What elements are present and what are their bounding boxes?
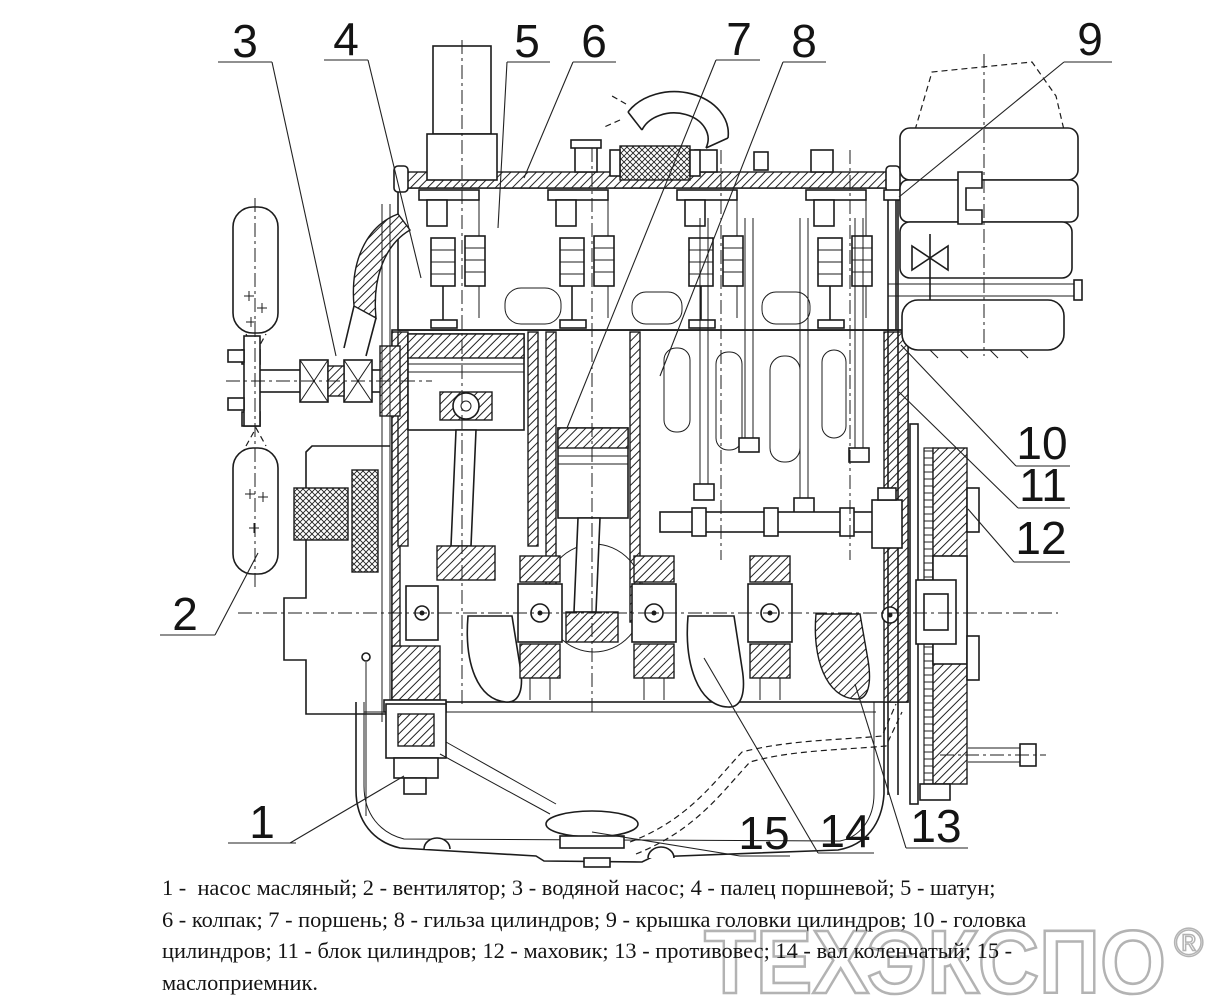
caption-line-1: 1 - насос масляный; 2 - вентилятор; 3 - … — [162, 875, 996, 900]
center-lines — [226, 40, 1058, 712]
callout-leader-lines — [160, 59, 1112, 857]
callout-number-7: 7 — [726, 13, 752, 65]
callout-numbers: 1 2 3 4 5 6 7 8 9 10 11 12 13 14 15 — [172, 13, 1103, 859]
callout-number-6: 6 — [581, 15, 607, 67]
flywheel-and-clutch — [871, 189, 1046, 805]
callout-number-4: 4 — [333, 13, 359, 65]
pistons-and-connecting-rods — [397, 331, 645, 653]
callout-number-9: 9 — [1077, 13, 1103, 65]
caption-line-2: 6 - колпак; 7 - поршень; 8 - гильза цили… — [162, 906, 1027, 932]
callout-number-8: 8 — [791, 15, 817, 67]
callout-number-1: 1 — [249, 796, 275, 848]
oil-pump — [385, 703, 557, 815]
callout-number-3: 3 — [232, 15, 258, 67]
registered-trademark-icon: ® — [1174, 921, 1203, 965]
oil-pickup — [545, 703, 903, 855]
engine-cross-section-drawing: 1 2 3 4 5 6 7 8 9 10 11 12 13 14 15 — [160, 13, 1112, 868]
callout-number-12: 12 — [1015, 512, 1066, 564]
caption-line-3: цилиндров; 11 - блок цилиндров; 12 - мах… — [162, 938, 1013, 964]
callout-number-11: 11 — [1019, 459, 1067, 511]
callout-number-2: 2 — [172, 588, 198, 640]
caption-line-4: маслоприемник. — [162, 969, 318, 995]
watermark: ТЕХЭКСПО ® — [703, 912, 1205, 1000]
callout-number-14: 14 — [819, 805, 870, 857]
air-cleaner — [888, 61, 1083, 359]
figure-caption: 1 - насос масляный; 2 - вентилятор; 3 - … — [162, 872, 1142, 998]
watermark-text: ТЕХЭКСПО — [704, 913, 1166, 1000]
callout-number-15: 15 — [738, 807, 789, 859]
callout-number-13: 13 — [910, 800, 961, 852]
callout-number-5: 5 — [514, 15, 540, 67]
callout-number-10: 10 — [1016, 417, 1067, 469]
water-elbow — [343, 213, 412, 357]
valve-train — [418, 90, 887, 537]
